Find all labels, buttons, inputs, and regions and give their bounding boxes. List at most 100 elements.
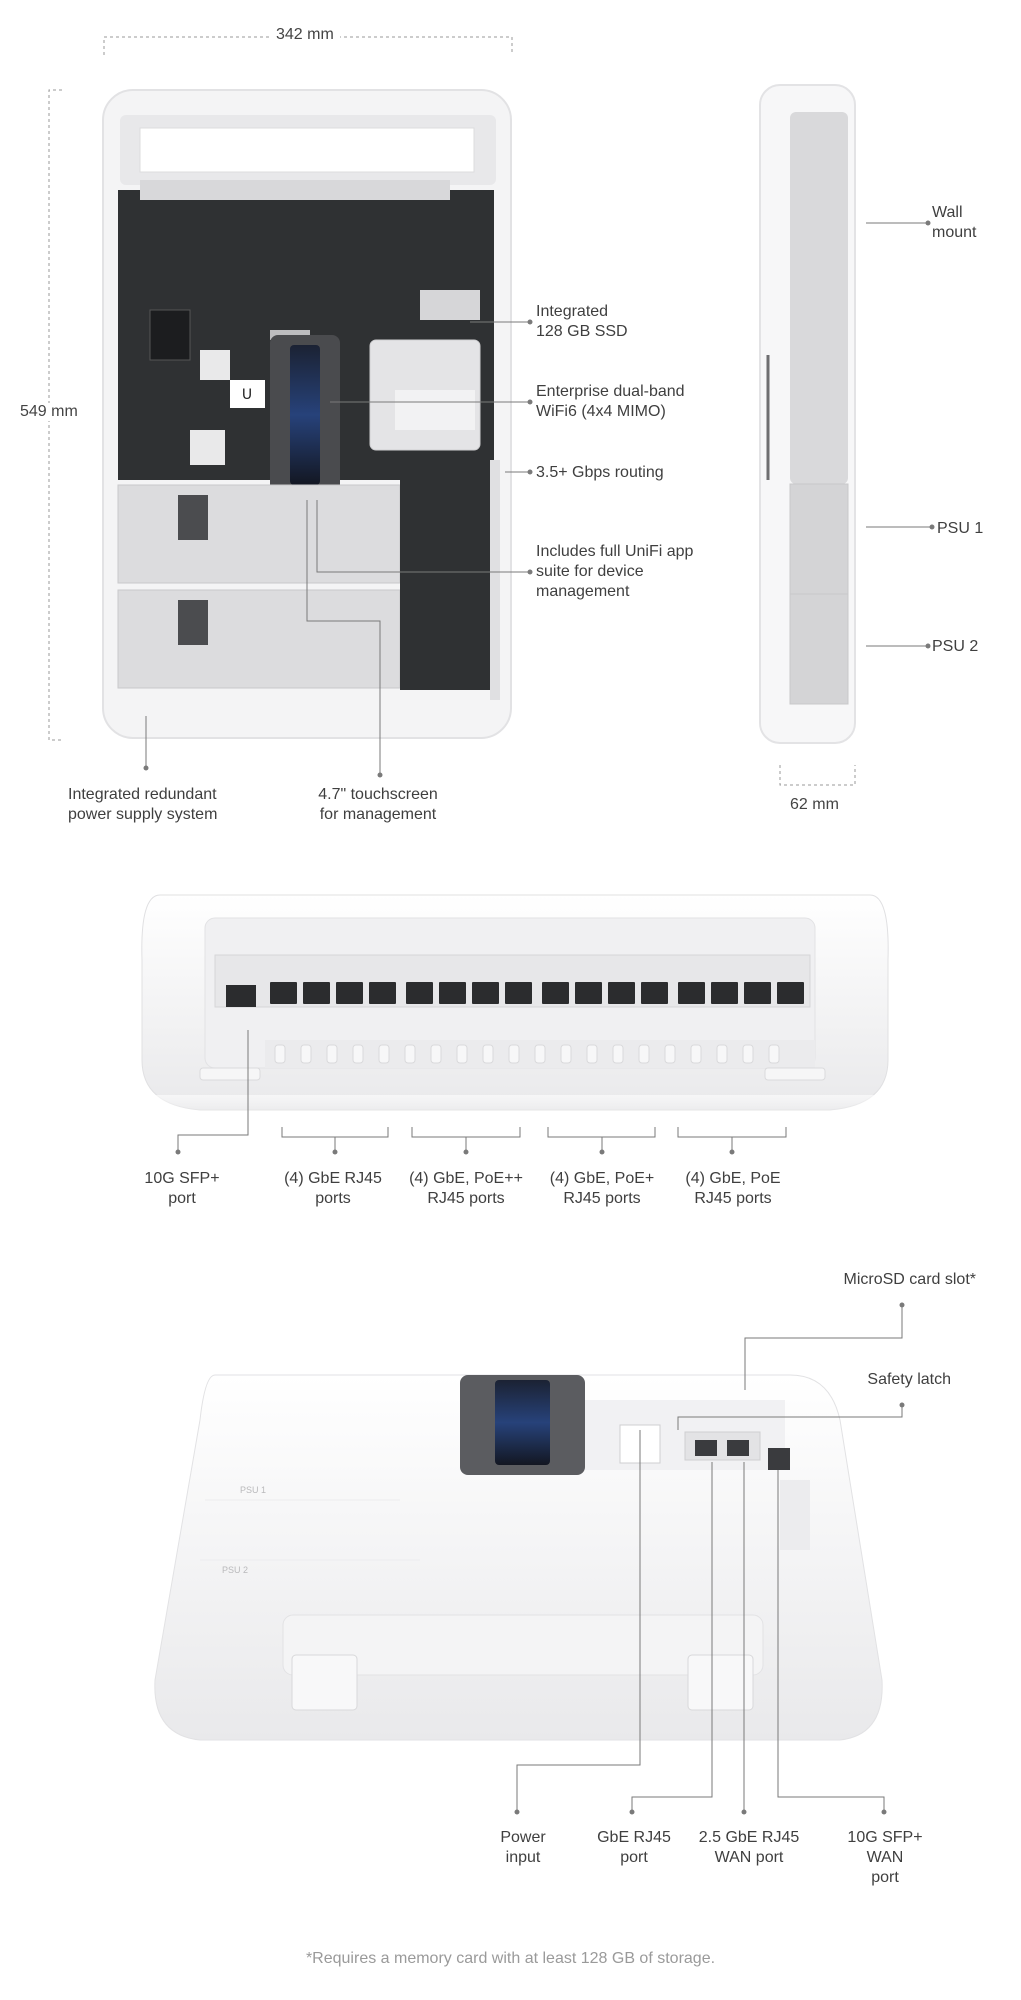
vent-slot bbox=[664, 1044, 676, 1064]
rj45-port bbox=[711, 982, 738, 1004]
vent-slot bbox=[326, 1044, 338, 1064]
callout-leader bbox=[516, 1430, 641, 1812]
callout-dot bbox=[143, 765, 149, 771]
callout-dot bbox=[175, 1149, 181, 1155]
vent-slot bbox=[300, 1044, 312, 1064]
vent-slot bbox=[716, 1044, 728, 1064]
callout-dot bbox=[527, 569, 533, 575]
callout-sfp-port: 10G SFP+port bbox=[144, 1170, 220, 1207]
vent-slot bbox=[456, 1044, 468, 1064]
width-dimension: 342 mm bbox=[270, 26, 340, 44]
vent-slot bbox=[690, 1044, 702, 1064]
callout-dot bbox=[599, 1149, 605, 1155]
footnote: *Requires a memory card with at least 12… bbox=[305, 1950, 716, 1967]
callout-poep-ports: (4) GbE, PoE+RJ45 ports bbox=[549, 1170, 655, 1207]
callout-dot bbox=[377, 772, 383, 778]
depth-dimension: 62 mm bbox=[784, 796, 845, 814]
callout-safety-latch: Safety latch bbox=[867, 1371, 951, 1388]
rj45-port bbox=[542, 982, 569, 1004]
callout-dot bbox=[514, 1809, 520, 1815]
rj45-port bbox=[472, 982, 499, 1004]
vent-slot bbox=[742, 1044, 754, 1064]
vent-slot bbox=[508, 1044, 520, 1064]
callout-dot bbox=[929, 524, 935, 530]
vent-slot bbox=[638, 1044, 650, 1064]
psu2-engraving: PSU 2 bbox=[222, 1565, 249, 1575]
callout-dot bbox=[527, 399, 533, 405]
callout-leader bbox=[316, 500, 530, 573]
vent-slot bbox=[378, 1044, 390, 1064]
vent-slot bbox=[482, 1044, 494, 1064]
callout-dot bbox=[881, 1809, 887, 1815]
rj45-port bbox=[678, 982, 705, 1004]
psu1-engraving: PSU 1 bbox=[240, 1485, 267, 1495]
callout-dot bbox=[527, 319, 533, 325]
vent-slot bbox=[768, 1044, 780, 1064]
callout-leader bbox=[411, 1127, 521, 1152]
callout-routing: 3.5+ Gbps routing bbox=[536, 464, 664, 481]
height-dimension: 549 mm bbox=[14, 403, 84, 421]
rj45-port bbox=[270, 982, 297, 1004]
rj45-port bbox=[777, 982, 804, 1004]
rj45-port bbox=[439, 982, 466, 1004]
vent-slot bbox=[274, 1044, 286, 1064]
callout-leader bbox=[677, 1405, 903, 1430]
callout-poepp-ports: (4) GbE, PoE++RJ45 ports bbox=[409, 1170, 523, 1207]
callout-leader bbox=[547, 1127, 656, 1152]
callout-dot bbox=[332, 1149, 338, 1155]
rj45-port bbox=[336, 982, 363, 1004]
callout-microsd: MicroSD card slot* bbox=[843, 1271, 976, 1288]
callout-lines bbox=[143, 220, 935, 1815]
ports-view-device bbox=[140, 894, 890, 1115]
callout-dot bbox=[899, 1302, 905, 1308]
rj45-port bbox=[641, 982, 668, 1004]
vent-slot bbox=[352, 1044, 364, 1064]
callout-dot bbox=[925, 220, 931, 226]
rj45-port bbox=[505, 982, 532, 1004]
rj45-ports bbox=[270, 982, 804, 1004]
vent-slot bbox=[404, 1044, 416, 1064]
callout-dot bbox=[741, 1809, 747, 1815]
rj45-port bbox=[369, 982, 396, 1004]
vent-slot bbox=[430, 1044, 442, 1064]
callout-leader bbox=[631, 1462, 713, 1812]
rj45-port bbox=[303, 982, 330, 1004]
callout-leader bbox=[744, 1305, 903, 1390]
callout-dot bbox=[527, 469, 533, 475]
callout-dot bbox=[899, 1402, 905, 1408]
rj45-port bbox=[744, 982, 771, 1004]
callout-dot bbox=[925, 643, 931, 649]
rj45-port bbox=[608, 982, 635, 1004]
front-view-device: U bbox=[102, 89, 512, 739]
rear-view-device bbox=[154, 1374, 883, 1741]
callout-dot bbox=[729, 1149, 735, 1155]
callout-leader bbox=[281, 1127, 389, 1152]
vent-slot bbox=[534, 1044, 546, 1064]
ventilation-slots bbox=[274, 1044, 780, 1064]
callout-dot bbox=[629, 1809, 635, 1815]
vent-slot bbox=[612, 1044, 624, 1064]
side-view-device bbox=[759, 84, 856, 744]
callout-leader bbox=[306, 500, 381, 775]
callout-leader bbox=[777, 1470, 885, 1812]
vent-slot bbox=[560, 1044, 572, 1064]
callout-leader bbox=[177, 1030, 249, 1152]
vent-slot bbox=[586, 1044, 598, 1064]
svg-text:U: U bbox=[242, 387, 252, 403]
callout-psu1: PSU 1 bbox=[937, 520, 984, 537]
rj45-port bbox=[575, 982, 602, 1004]
callout-dot bbox=[463, 1149, 469, 1155]
